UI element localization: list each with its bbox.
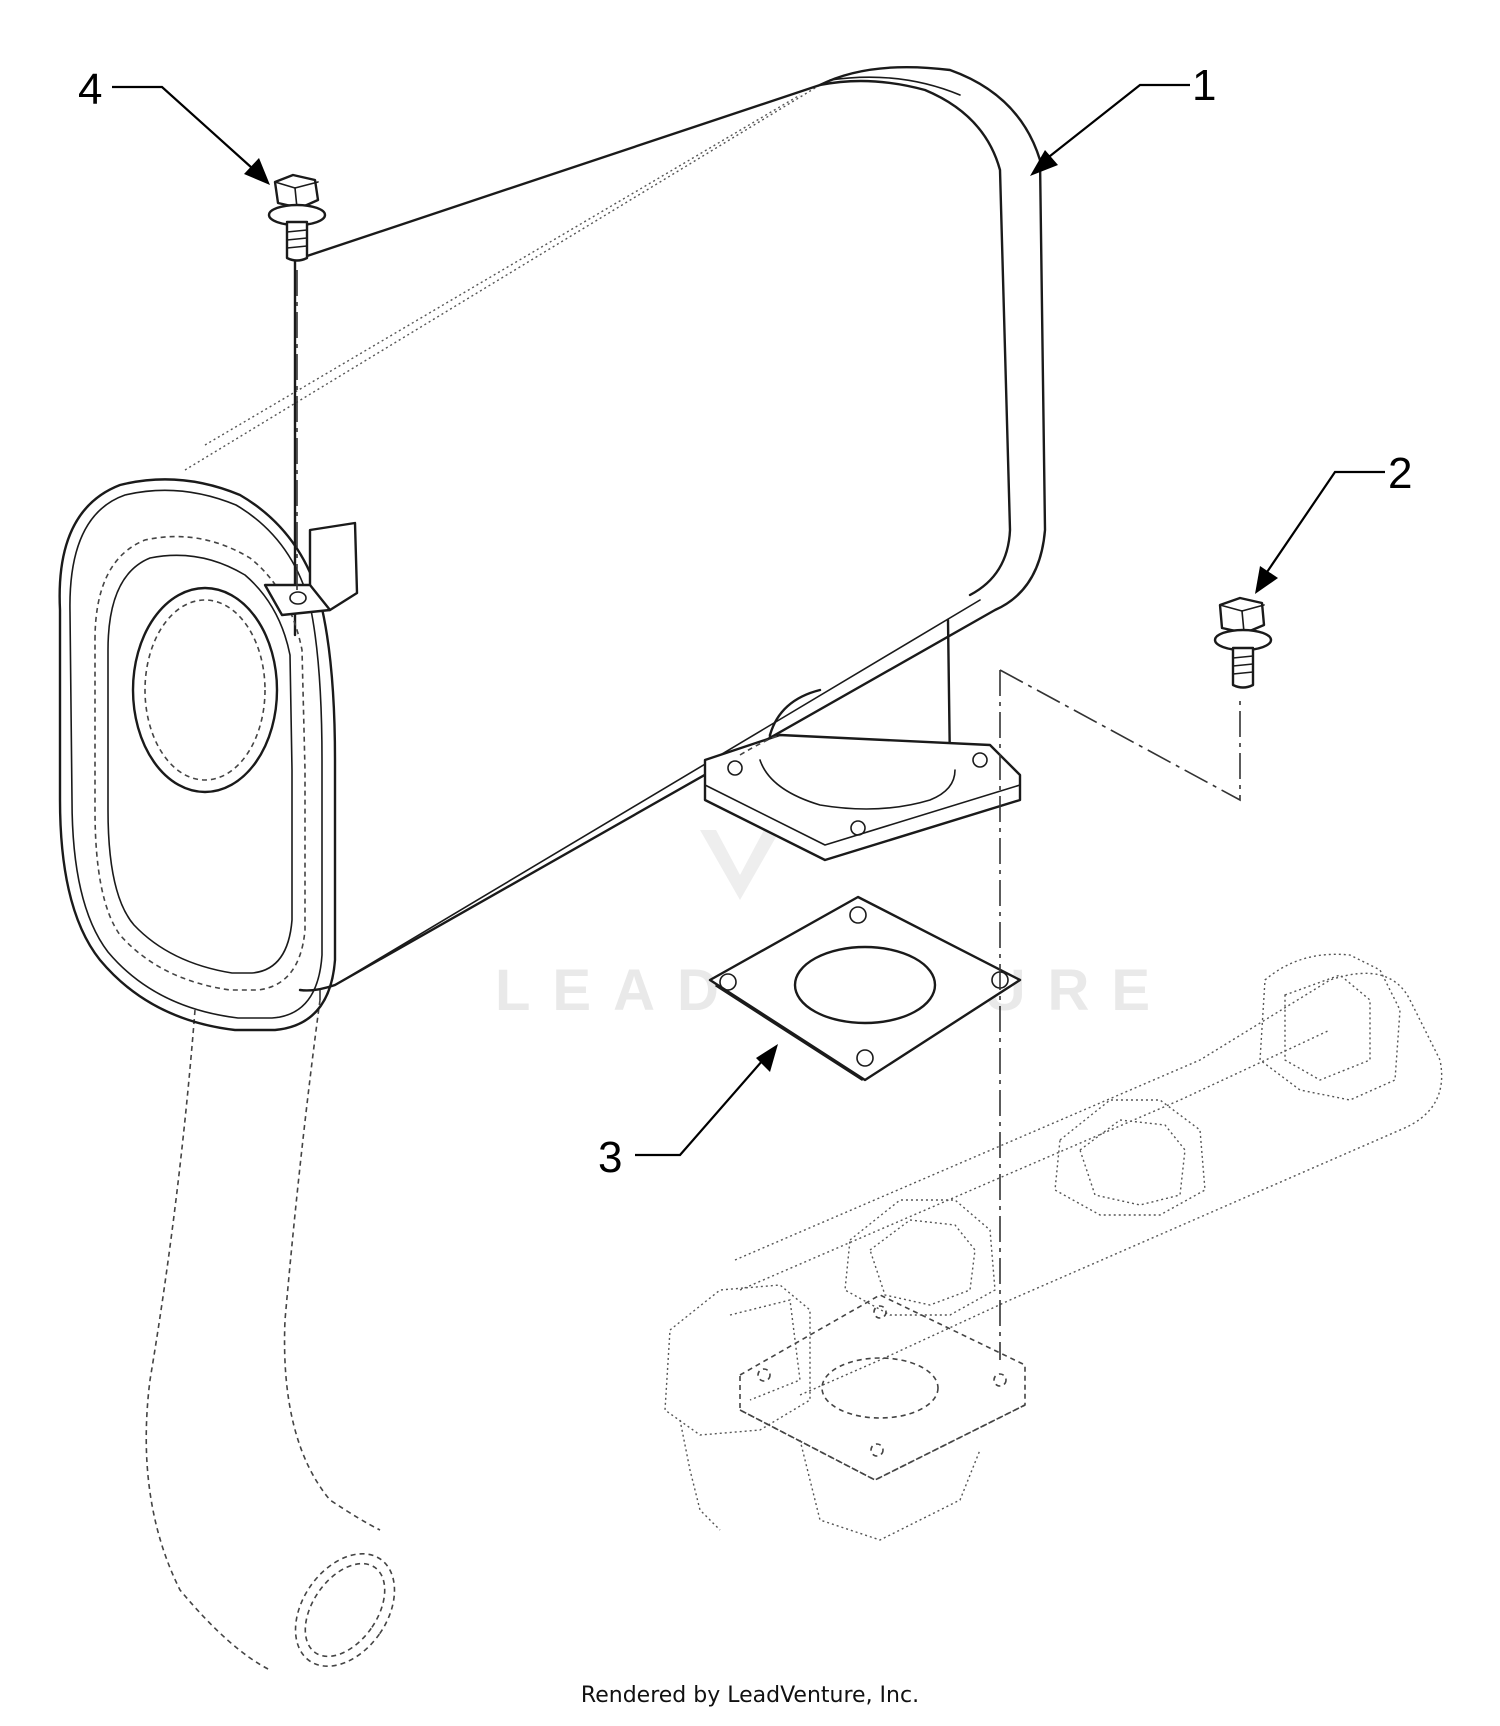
- callout-3: 3: [598, 1044, 778, 1182]
- exhaust-manifold: [664, 953, 1443, 1541]
- callout-label-3: 3: [598, 1133, 622, 1182]
- arrow-icon: [1255, 566, 1278, 594]
- arrow-icon: [756, 1044, 778, 1072]
- callout-1: 1: [1030, 61, 1216, 176]
- arrow-icon: [1030, 150, 1058, 176]
- callout-label-4: 4: [78, 65, 102, 114]
- assembly-lines: [296, 270, 1241, 1360]
- gasket: [708, 895, 1022, 1082]
- render-credit: Rendered by LeadVenture, Inc.: [580, 1683, 920, 1708]
- watermark-logo-icon: [700, 830, 780, 900]
- callout-label-2: 2: [1388, 449, 1412, 498]
- bolt-part-4: [267, 173, 327, 262]
- tailpipe: [145, 999, 396, 1671]
- bolt-part-2: [1213, 596, 1273, 689]
- callout-label-1: 1: [1192, 61, 1216, 110]
- muffler: [58, 65, 1047, 1032]
- callout-2: 2: [1255, 449, 1412, 594]
- callout-4: 4: [78, 65, 270, 185]
- arrow-icon: [244, 158, 270, 185]
